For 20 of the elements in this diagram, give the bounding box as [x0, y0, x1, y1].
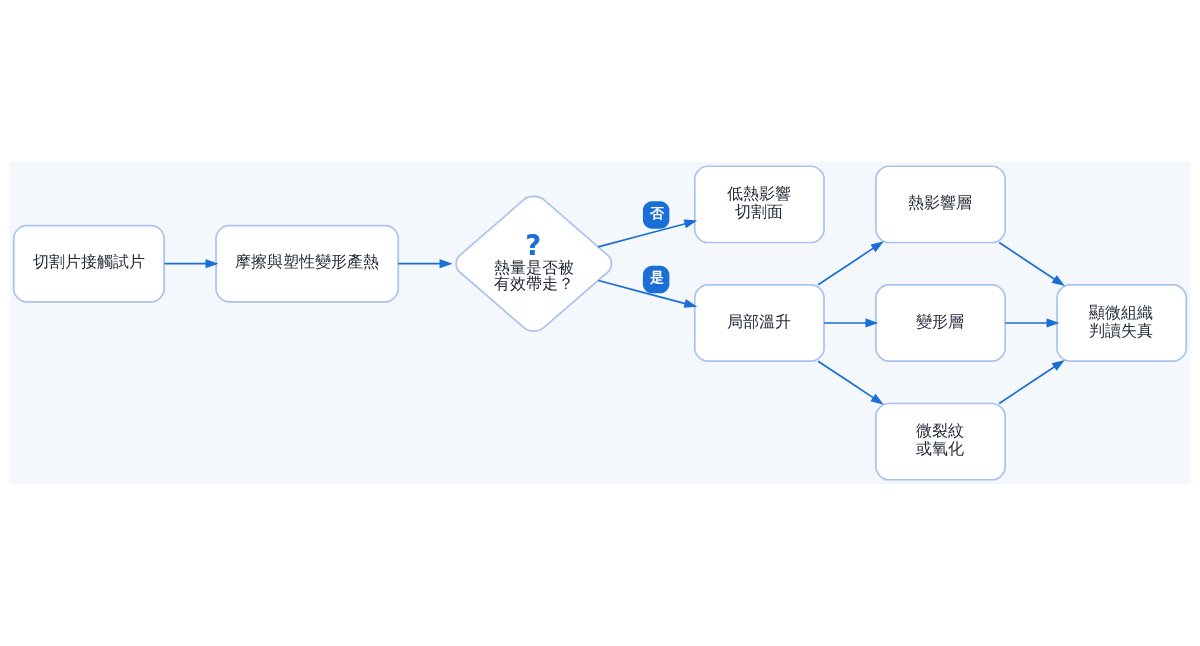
node-box: 低熱影響切割面: [693, 165, 825, 244]
arrow: [597, 219, 698, 248]
arrow: [817, 360, 884, 405]
arrow: [597, 279, 698, 308]
arrow: [817, 241, 884, 286]
node-box: 變形層: [875, 284, 1006, 362]
node-box: 熱影響層: [875, 165, 1006, 244]
edge-label: 否: [649, 204, 664, 221]
arrow: [823, 318, 879, 328]
arrow: [998, 359, 1065, 405]
arrow: [163, 259, 219, 269]
edge-label: 是: [649, 269, 664, 286]
node-box: 切割片接觸試片: [12, 224, 165, 303]
node-box: 顯微組織判讀失真: [1056, 284, 1188, 362]
arrow: [998, 241, 1065, 287]
arrow: [1004, 318, 1060, 328]
node-box: 摩擦與塑性變形產熱: [215, 224, 400, 303]
node-box: 微裂紋或氧化: [875, 402, 1006, 481]
arrow: [397, 259, 453, 269]
node-box: 局部溫升: [693, 284, 825, 362]
